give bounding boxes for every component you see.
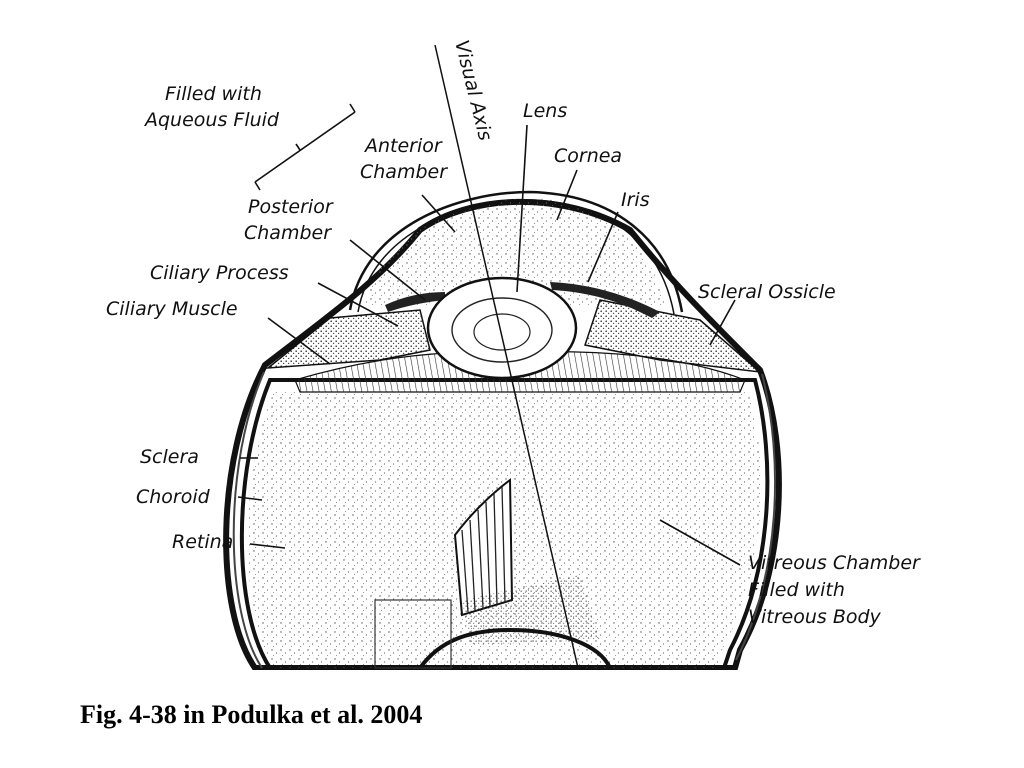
label-choroid: Choroid [136, 486, 211, 508]
label-visual-axis: Visual Axis [450, 38, 496, 143]
visual-axis-line [434, 44, 579, 669]
label-iris: Iris [621, 189, 650, 211]
figure-caption: Fig. 4-38 in Podulka et al. 2004 [80, 700, 423, 729]
label-ciliary-process: Ciliary Process [150, 262, 289, 284]
pecten-pleats [461, 486, 506, 613]
pecten-base [462, 575, 600, 645]
label-cornea: Cornea [554, 145, 622, 167]
cornea-inner [357, 199, 675, 315]
lens-nucleus [473, 313, 531, 351]
choroid-layer [232, 371, 777, 669]
label-lens: Lens [523, 100, 567, 122]
label-posterior-line1: Posterior [248, 196, 334, 218]
ciliary-region-left [265, 309, 431, 369]
label-retina: Retina [172, 531, 233, 553]
cornea-outline [348, 190, 684, 313]
label-anterior-line2: Chamber [360, 161, 448, 183]
label-scleral-ossicle: Scleral Ossicle [698, 281, 836, 303]
optic-nerve [418, 627, 612, 670]
label-vitreous-line1: Vitreous Chamber [748, 552, 921, 574]
inset-box [374, 599, 452, 669]
lens [426, 276, 578, 380]
label-anterior-line1: Anterior [363, 135, 443, 157]
lens-core [451, 297, 553, 363]
label-aqueous-line1: Filled with [165, 83, 262, 105]
label-aqueous-line2: Aqueous Fluid [143, 109, 280, 131]
leader-lines [237, 103, 741, 566]
iris-right [550, 282, 660, 318]
label-posterior-line2: Chamber [244, 222, 332, 244]
label-sclera: Sclera [140, 446, 199, 468]
pecten [453, 478, 514, 617]
label-vitreous-line3: Vitreous Body [748, 606, 882, 628]
label-vitreous-line2: Filled with [748, 579, 845, 601]
label-ciliary-muscle: Ciliary Muscle [106, 298, 238, 320]
iris-left [385, 292, 445, 312]
